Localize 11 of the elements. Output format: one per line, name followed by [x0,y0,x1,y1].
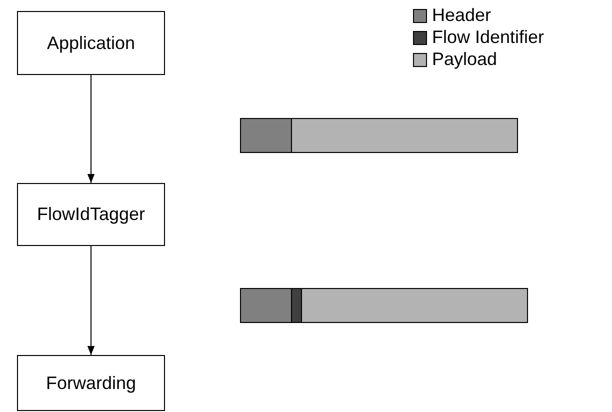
legend-label: Header [432,5,492,26]
box-label: Forwarding [46,372,136,394]
box-label: FlowIdTagger [36,204,146,225]
process-box [17,355,165,411]
arrow [87,74,95,184]
box-label: Application [46,32,136,54]
arrow [87,246,95,356]
legend-label: Flow Identifier [432,27,544,48]
process-box [17,11,165,75]
process-box [17,183,165,246]
legend-label: Payload [432,49,498,70]
